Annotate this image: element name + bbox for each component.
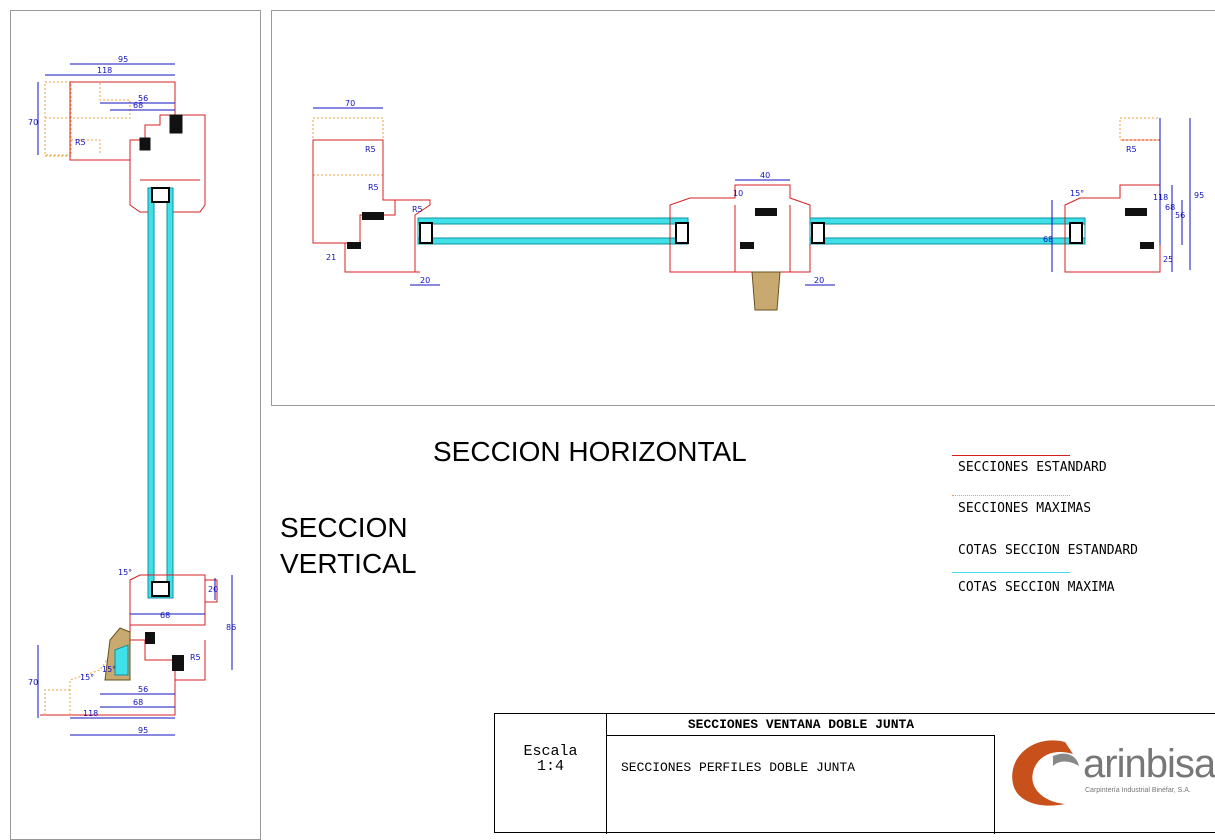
legend-label-dims-standard: COTAS SECCION ESTANDARD	[958, 543, 1139, 558]
dim-label: 68	[1043, 235, 1053, 244]
scale-cell: Escala 1:4	[495, 714, 607, 834]
dim-label: 40	[760, 171, 770, 180]
logo-wordmark: arinbisa	[1083, 742, 1215, 786]
vertical-section-title-line1: SECCION	[280, 512, 408, 543]
legend-label-dims-maximum: COTAS SECCION MAXIMA	[958, 580, 1115, 595]
dim-label: 118	[97, 66, 112, 75]
drawing-title: SECCIONES VENTANA DOBLE JUNTA	[607, 714, 995, 736]
legend-label-maximum: SECCIONES MAXIMAS	[958, 501, 1092, 516]
dim-label: 68	[133, 698, 143, 707]
legend-swatch-maximum	[952, 495, 1070, 496]
horizontal-section-drawing	[312, 107, 1191, 311]
dimension-labels: 95 118 56 68 70 R5 68 20 86 R5 56 68 118…	[28, 55, 1204, 735]
dim-label: R5	[75, 138, 86, 147]
dim-label: 10	[733, 189, 743, 198]
logo-subtitle: Carpintería Industrial Binéfar, S.A.	[1085, 787, 1191, 794]
dim-label: 118	[83, 709, 98, 718]
dim-label: 68	[160, 611, 170, 620]
dim-label: 70	[345, 99, 355, 108]
dim-label: R5	[368, 183, 379, 192]
title-block: Escala 1:4 SECCIONES VENTANA DOBLE JUNTA…	[494, 713, 1215, 834]
dim-label: 56	[1175, 211, 1185, 220]
dim-label: 56	[138, 685, 148, 694]
dim-label: 70	[28, 118, 38, 127]
company-logo: arinbisa Carpintería Industrial Binéfar,…	[995, 714, 1215, 834]
dim-label: 86	[226, 623, 236, 632]
dim-label: 15°	[1070, 189, 1084, 198]
dim-label: 56	[138, 94, 148, 103]
dim-label: 95	[1194, 191, 1204, 200]
dim-label: 95	[138, 726, 148, 735]
dim-label: 68	[1165, 203, 1175, 212]
dim-label: R5	[1126, 145, 1137, 154]
scale-label: Escala	[523, 743, 578, 760]
legend-swatch-standard	[952, 455, 1070, 456]
legend-label-standard: SECCIONES ESTANDARD	[958, 460, 1107, 475]
dim-label: 21	[326, 253, 336, 262]
dim-label: 15°	[102, 665, 116, 674]
dim-label: 118	[1153, 193, 1168, 202]
dim-label: 20	[420, 276, 430, 285]
logo-swoosh-icon	[1012, 740, 1079, 806]
legend-swatch-dims-maximum	[952, 572, 1070, 573]
vertical-section-title-line2: VERTICAL	[280, 548, 417, 579]
dim-label: R5	[190, 653, 201, 662]
dim-label: R5	[365, 145, 376, 154]
dim-label: 20	[814, 276, 824, 285]
horizontal-section-title: SECCION HORIZONTAL	[433, 436, 747, 467]
scale-value: 1:4	[536, 758, 564, 775]
dim-label: 95	[118, 55, 128, 64]
dim-label: 15°	[118, 568, 132, 577]
dim-label: 68	[133, 101, 143, 110]
dim-label: 70	[28, 678, 38, 687]
dim-label: 15°	[80, 673, 94, 682]
dim-label: R5	[412, 205, 423, 214]
dim-label: 25	[1163, 255, 1173, 264]
drawing-description: SECCIONES PERFILES DOBLE JUNTA	[607, 736, 995, 834]
horizontal-section-panel	[271, 10, 1215, 406]
dim-label: 20	[208, 585, 218, 594]
vertical-section-drawing	[37, 63, 233, 736]
